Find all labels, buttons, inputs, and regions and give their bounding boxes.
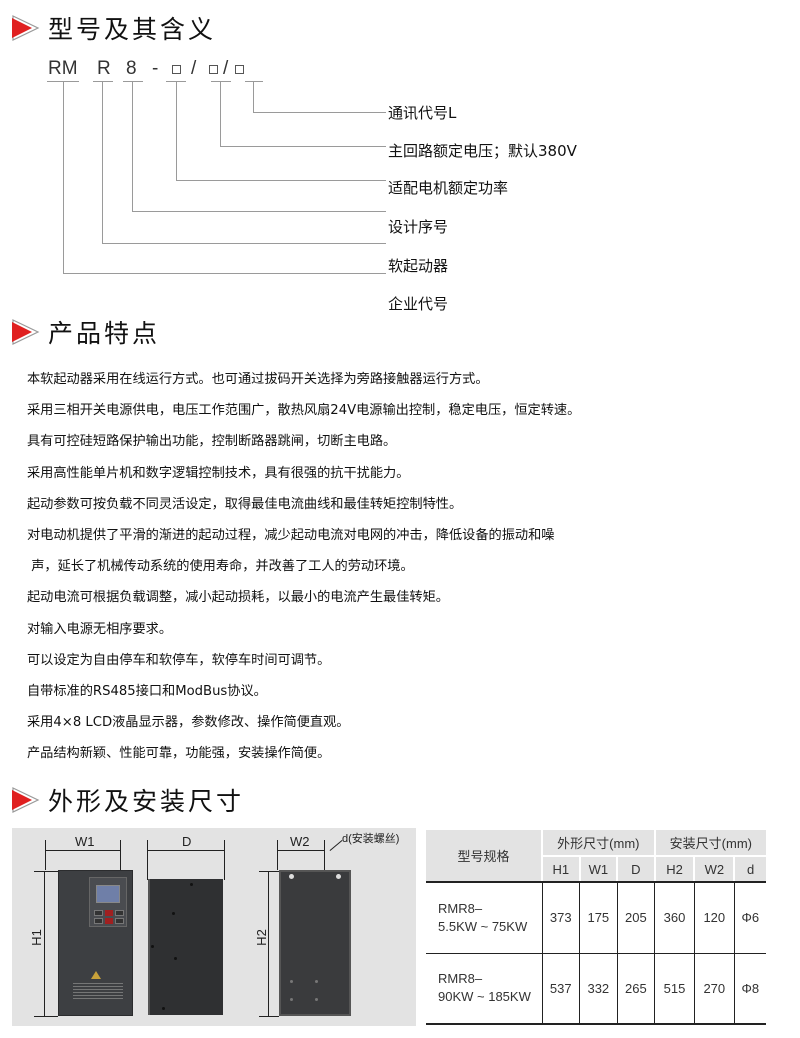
model-line1: RMR8– [438, 971, 483, 987]
feature-list: 本软起动器采用在线运行方式。也可通过拔码开关选择为旁路接触器运行方式。 采用三相… [27, 364, 787, 769]
label-d: D [182, 834, 192, 849]
table-row: RMR8– 5.5KW ~ 75KW 373 175 205 360 120 Φ… [426, 882, 766, 954]
cell-model: RMR8– 90KW ~ 185KW [426, 953, 543, 1025]
code-part-dash: - [152, 58, 159, 79]
model-line2: 90KW ~ 185KW [438, 989, 531, 1005]
header-d: D [617, 856, 656, 883]
unit-side-view [148, 879, 223, 1015]
cell-w2: 270 [694, 953, 735, 1025]
header-h1: H1 [542, 856, 581, 883]
lcd-screen [96, 885, 120, 903]
code-placeholder-box [172, 65, 181, 74]
code-label-softstarter: 软起动器 [388, 257, 449, 275]
feature-item: 采用高性能单片机和数字逻辑控制技术，具有很强的抗干扰能力。 [27, 465, 410, 481]
cell-screw-d: Φ6 [734, 882, 766, 954]
unit-front-view [58, 870, 133, 1016]
header-model: 型号规格 [426, 830, 543, 883]
feature-item: 可以设定为自由停车和软停车，软停车时间可调节。 [27, 652, 331, 668]
cell-h2: 515 [654, 953, 695, 1025]
code-part-slash: / [191, 58, 197, 79]
code-part-r: R [97, 58, 111, 79]
label-w2: W2 [290, 834, 310, 849]
red-triangle-icon [10, 785, 40, 815]
feature-item: 起动电流可根据负载调整，减小起动损耗，以最小的电流产生最佳转矩。 [27, 590, 449, 606]
dimension-drawing: W1 H1 D W2 d(安装螺丝) H2 [12, 828, 416, 1026]
cell-w1: 175 [579, 882, 618, 954]
feature-item: 本软起动器采用在线运行方式。也可通过拔码开关选择为旁路接触器运行方式。 [27, 372, 489, 387]
cell-d: 265 [617, 953, 656, 1025]
code-label-design: 设计序号 [388, 218, 449, 236]
spec-table: 型号规格 外形尺寸(mm) 安装尺寸(mm) H1 W1 D H2 W2 d R… [426, 830, 766, 1025]
code-placeholder-box [209, 65, 218, 74]
section-heading-features: 产品特点 [10, 314, 160, 350]
feature-item: 产品结构新颖、性能可靠，功能强，安装操作简便。 [27, 746, 331, 762]
cell-h1: 373 [542, 882, 581, 954]
section-title: 外形及安装尺寸 [48, 787, 245, 816]
header-screw-d: d [734, 856, 766, 883]
model-line1: RMR8– [438, 900, 483, 916]
header-w2: W2 [694, 856, 736, 883]
code-placeholder-box [235, 65, 244, 74]
table-row: RMR8– 90KW ~ 185KW 537 332 265 515 270 Φ… [426, 953, 766, 1025]
code-part-8: 8 [126, 58, 137, 79]
cell-h1: 537 [542, 953, 581, 1025]
code-label-company: 企业代号 [388, 295, 449, 313]
header-w1: W1 [579, 856, 619, 883]
feature-item: 采用4×8 LCD液晶显示器，参数修改、操作简便直观。 [27, 715, 350, 731]
lcd-keypad [89, 877, 127, 927]
feature-item: 具有可控硅短路保护输出功能，控制断路器跳闸，切断主电路。 [27, 434, 397, 450]
cell-w1: 332 [579, 953, 618, 1025]
cell-screw-d: Φ8 [734, 953, 766, 1025]
feature-item: 起动参数可按负载不同灵活设定，取得最佳电流曲线和最佳转矩控制特性。 [27, 496, 463, 512]
feature-item: 声，延长了机械传动系统的使用寿命，并改善了工人的劳动环境。 [27, 559, 414, 575]
red-triangle-icon [10, 13, 40, 43]
section-heading-dimensions: 外形及安装尺寸 [10, 782, 244, 818]
section-title: 型号及其含义 [48, 15, 217, 44]
code-label-voltage: 主回路额定电压；默认380V [388, 142, 577, 160]
code-label-comm: 通讯代号L [388, 104, 457, 122]
label-w1: W1 [75, 834, 95, 849]
label-h1: H1 [28, 929, 44, 946]
cell-d: 205 [617, 882, 656, 954]
cell-h2: 360 [654, 882, 695, 954]
label-h2: H2 [253, 929, 269, 946]
header-h2: H2 [654, 856, 696, 883]
model-line2: 5.5KW ~ 75KW [438, 918, 528, 934]
label-screw: d(安装螺丝) [342, 833, 400, 845]
warning-icon [91, 971, 101, 979]
feature-item: 对电动机提供了平滑的渐进的起动过程，减少起动电流对电网的冲击，降低设备的振动和噪 [27, 527, 555, 543]
feature-item: 对输入电源无相序要求。 [27, 621, 173, 637]
feature-item: 自带标准的RS485接口和ModBus协议。 [27, 683, 267, 699]
unit-back-view [279, 870, 351, 1016]
section-title: 产品特点 [48, 319, 161, 348]
feature-item: 采用三相开关电源供电，电压工作范围广，散热风扇24V电源输出控制，稳定电压，恒定… [27, 403, 581, 419]
header-install-dims: 安装尺寸(mm) [654, 830, 766, 857]
cell-model: RMR8– 5.5KW ~ 75KW [426, 882, 543, 954]
warning-text-block [73, 983, 123, 1001]
code-part-rm: RM [48, 58, 78, 79]
section-heading-model: 型号及其含义 [10, 10, 216, 46]
red-triangle-icon [10, 317, 40, 347]
header-outer-dims: 外形尺寸(mm) [542, 830, 656, 857]
code-label-power: 适配电机额定功率 [388, 179, 509, 197]
code-part-slash: / [223, 58, 229, 79]
cell-w2: 120 [694, 882, 735, 954]
